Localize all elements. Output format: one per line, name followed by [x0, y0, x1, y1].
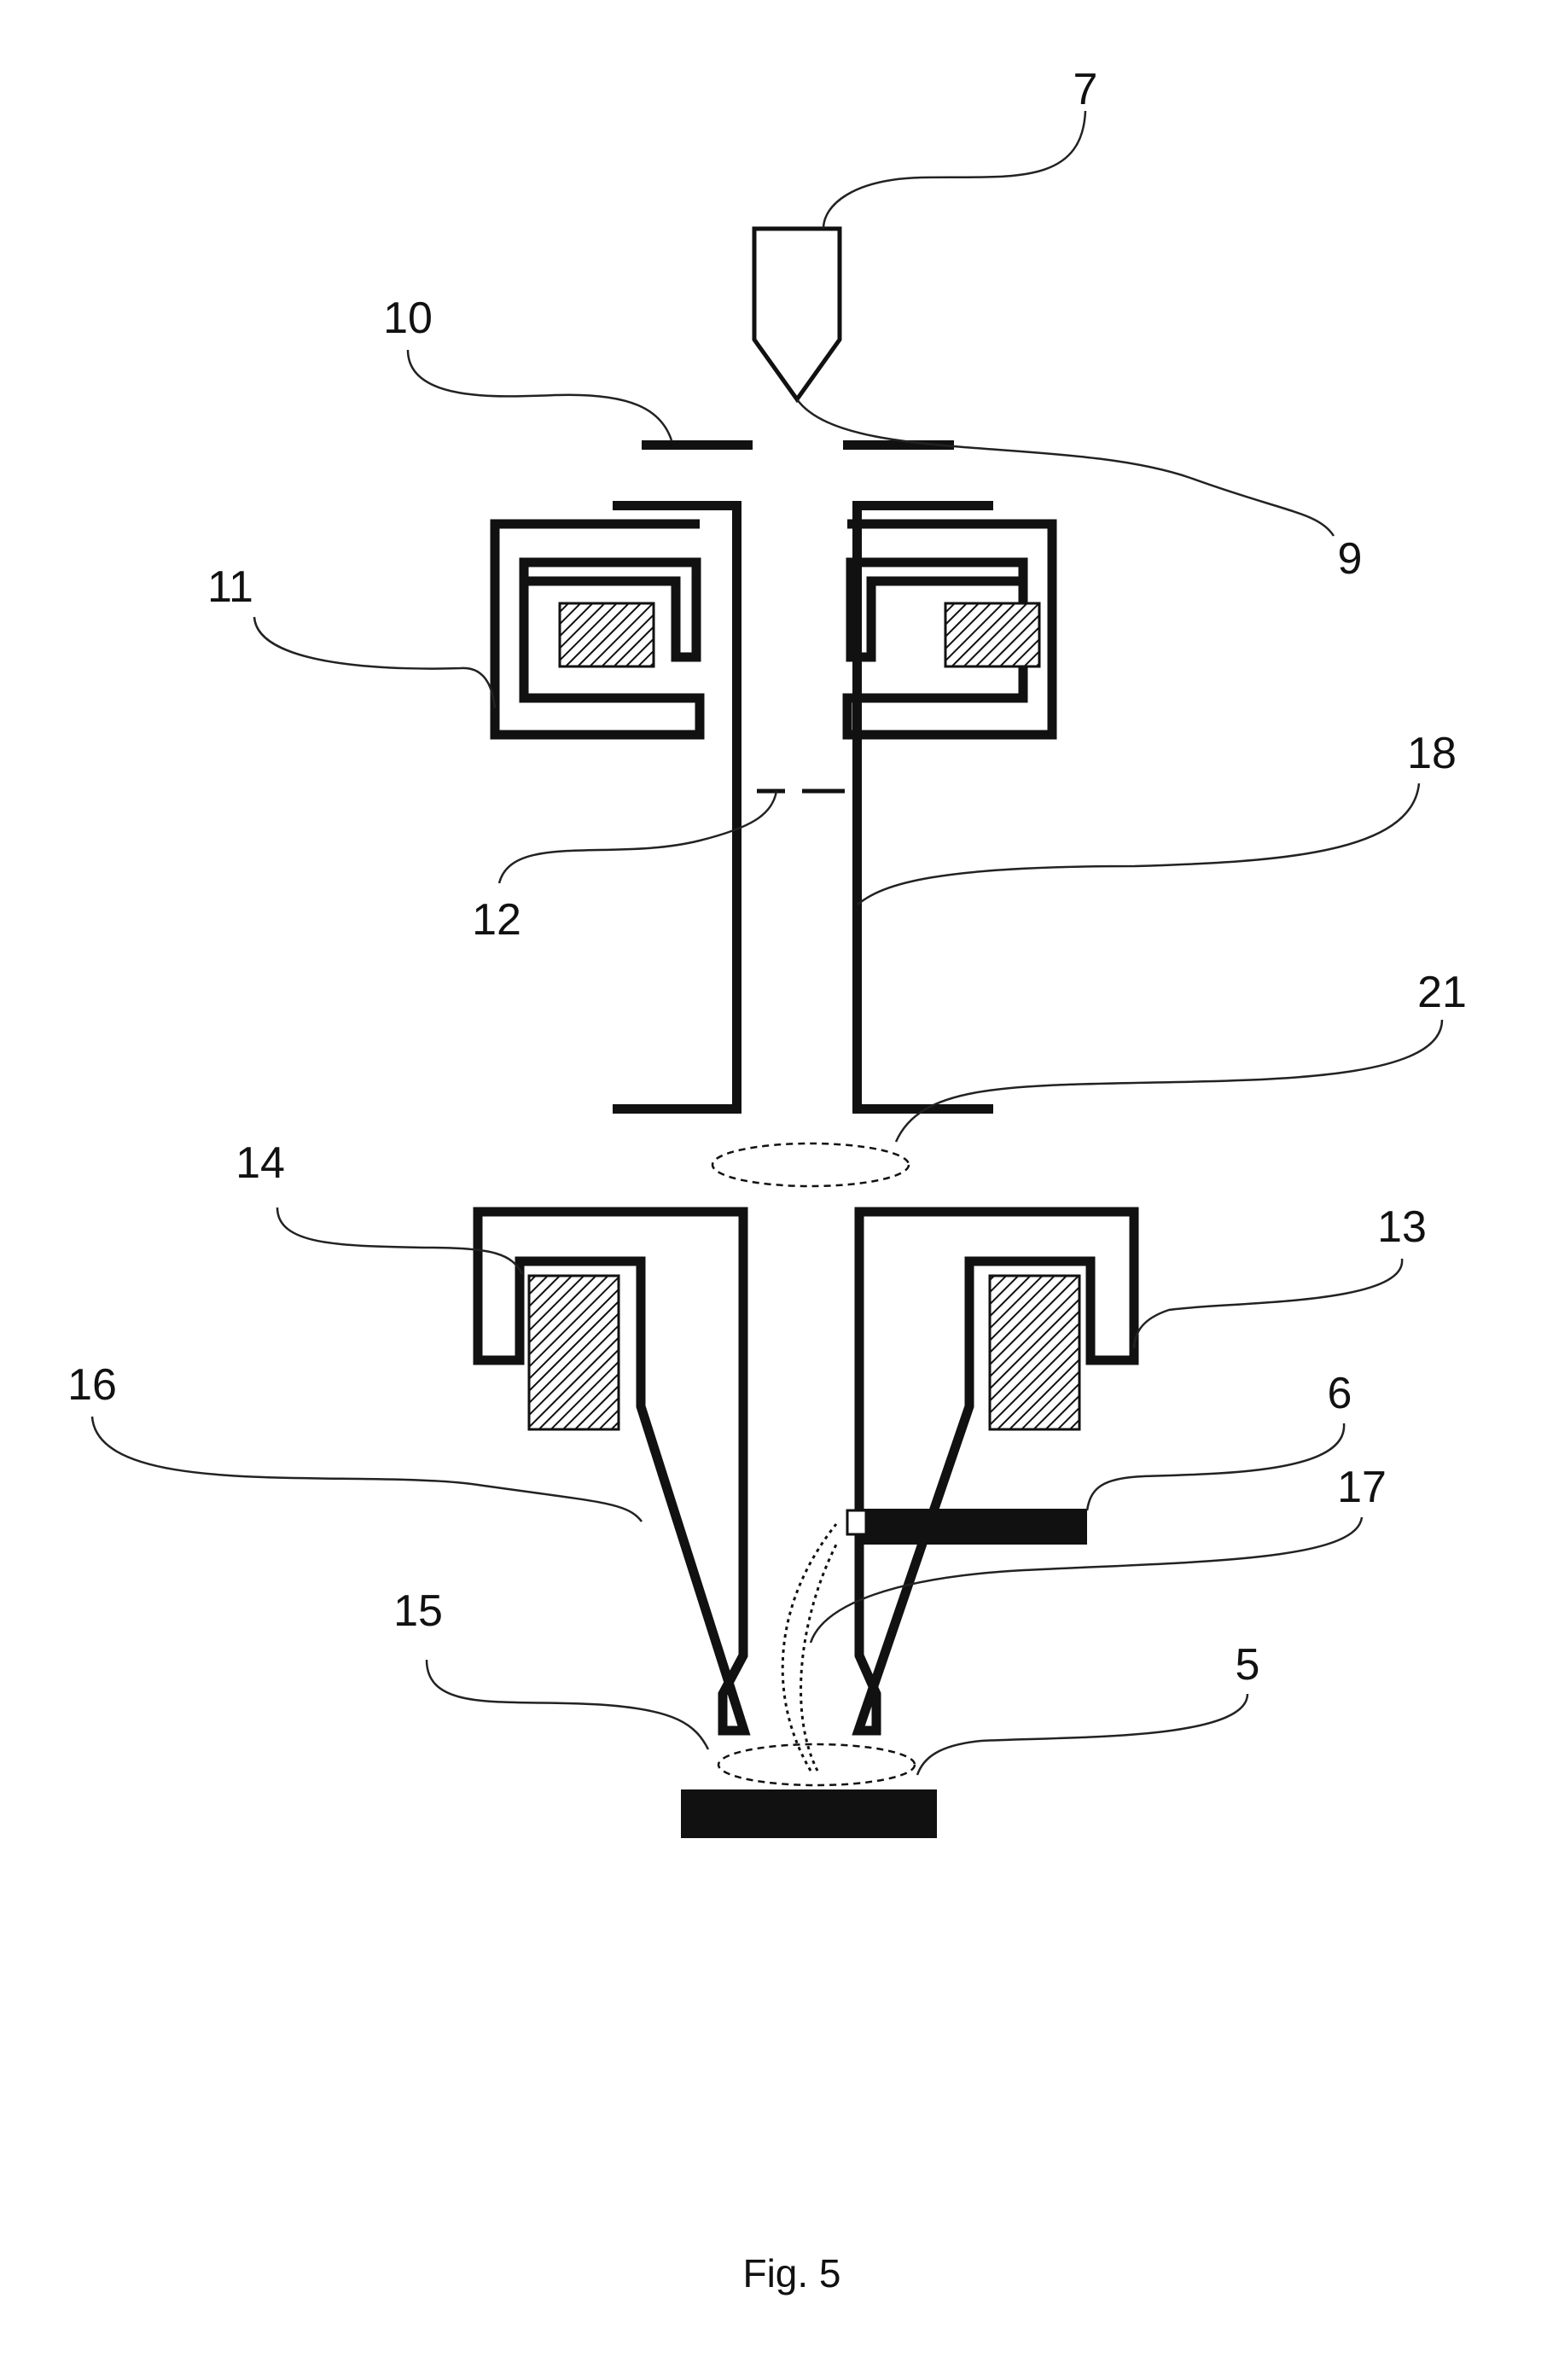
leader-18	[857, 783, 1421, 905]
label-21: 21	[1417, 968, 1467, 1017]
leader-13	[1132, 1258, 1404, 1349]
signal-trajectories	[781, 1523, 838, 1772]
leader-lines	[90, 110, 1444, 1776]
reference-numerals: 7 10 9 11 18 12 21 14 13 16 6 17 15 5	[67, 65, 1467, 1690]
specimen	[681, 1789, 937, 1838]
detector	[846, 1509, 1087, 1545]
crossover-ellipse	[711, 1142, 910, 1188]
label-13: 13	[1377, 1202, 1427, 1252]
leader-12	[497, 790, 778, 884]
objective-coil-left	[527, 1274, 620, 1431]
extractor-electrode	[642, 440, 954, 450]
label-17: 17	[1337, 1463, 1387, 1512]
leader-11	[253, 616, 497, 709]
probe-region-ellipse	[717, 1743, 916, 1787]
label-15: 15	[393, 1586, 443, 1636]
label-10: 10	[383, 294, 433, 343]
figure-caption: Fig. 5	[742, 2251, 840, 2296]
leader-16	[90, 1416, 643, 1522]
upper-magnetic-lens	[490, 519, 1057, 740]
label-5: 5	[1236, 1640, 1260, 1690]
leader-9	[795, 399, 1335, 537]
leader-15	[425, 1659, 710, 1750]
leader-7	[822, 110, 1087, 230]
upper-lens-coil-right	[944, 602, 1041, 668]
upper-lens-coil-left	[558, 602, 655, 668]
objective-coil-right	[988, 1274, 1081, 1431]
leader-14	[276, 1207, 524, 1275]
leader-21	[894, 1019, 1444, 1143]
electron-source	[752, 226, 842, 404]
leader-6	[1085, 1423, 1346, 1511]
leader-10	[406, 349, 673, 441]
label-11: 11	[207, 562, 253, 612]
detector-sensing-element	[846, 1509, 868, 1536]
label-18: 18	[1407, 729, 1457, 778]
objective-lens	[473, 1207, 1139, 1736]
label-9: 9	[1338, 534, 1363, 584]
label-6: 6	[1328, 1369, 1352, 1418]
liner-tube	[613, 501, 993, 1114]
leader-17	[809, 1516, 1364, 1644]
leader-5	[916, 1693, 1249, 1776]
label-7: 7	[1073, 65, 1098, 114]
label-12: 12	[472, 895, 521, 945]
label-16: 16	[67, 1360, 117, 1410]
label-14: 14	[236, 1138, 285, 1188]
